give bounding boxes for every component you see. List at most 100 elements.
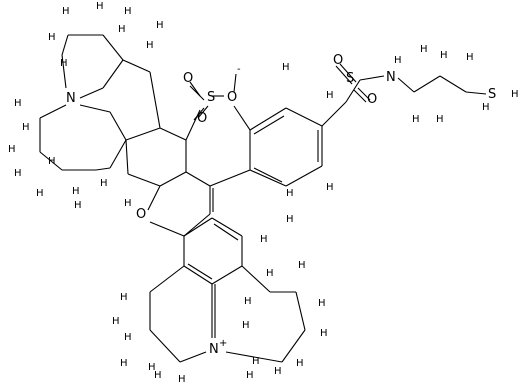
h-atom-39: H: [282, 62, 290, 73]
bond-53: [285, 165, 323, 187]
bond-18: [127, 173, 161, 187]
bond-20: [122, 59, 151, 73]
atom-n-charge: +: [219, 338, 227, 349]
bond-21: [149, 71, 161, 129]
bond-57: [253, 167, 283, 183]
bond-23: [147, 185, 161, 211]
bond-17: [159, 171, 187, 187]
atom-o-charge: -: [237, 64, 241, 75]
bond-58: [233, 105, 251, 131]
h-atom-10: H: [8, 144, 16, 155]
h-atom-30: H: [318, 298, 326, 309]
bond-14: [125, 127, 161, 141]
bond-35: [187, 263, 213, 280]
bond-31: [211, 265, 243, 285]
bond-3: [79, 87, 104, 99]
h-atom-0: H: [62, 6, 70, 17]
bond-62: [339, 63, 357, 83]
bond-41: [241, 265, 271, 293]
h-atom-11: H: [14, 168, 22, 179]
bond-1: [102, 34, 124, 61]
bond-lines: [39, 34, 487, 363]
h-atom-32: H: [266, 268, 274, 279]
bond-74: [193, 107, 205, 121]
h-atom-46: H: [482, 102, 490, 113]
h-atom-24: H: [178, 374, 186, 385]
bond-30: [183, 265, 213, 285]
bond-12: [109, 139, 127, 169]
h-atom-43: H: [412, 114, 420, 125]
bond-68: [439, 75, 467, 93]
bond-33: [211, 217, 243, 237]
bond-48: [209, 169, 251, 187]
h-atom-29: H: [320, 328, 328, 339]
bond-67: [413, 75, 441, 93]
h-atom-42: H: [440, 50, 448, 61]
bond-64: [353, 89, 367, 103]
h-atom-26: H: [252, 356, 260, 367]
bond-63: [357, 87, 371, 101]
h-atom-13: H: [48, 156, 56, 167]
bond-2: [102, 59, 124, 89]
atom-s-sulfonamide: S: [346, 71, 354, 86]
bond-60: [345, 79, 361, 103]
h-atom-8: H: [14, 98, 22, 109]
h-atom-15: H: [100, 178, 108, 189]
h-atom-22: H: [148, 362, 156, 373]
bond-27: [149, 221, 185, 237]
bond-51: [285, 107, 323, 127]
h-atom-45: H: [466, 52, 474, 63]
atom-o-sulfonate-a: O: [183, 71, 193, 86]
bond-44: [281, 329, 306, 363]
atom-n-bottom: N: [209, 342, 219, 357]
bond-11: [109, 111, 127, 141]
bond-4: [61, 34, 69, 56]
h-atom-35: H: [286, 214, 294, 225]
bond-73: [197, 105, 209, 119]
atom-h-thiol: H: [511, 89, 519, 100]
bond-10: [79, 104, 111, 113]
h-atom-3: H: [156, 20, 164, 31]
bond-40: [179, 351, 207, 363]
h-atom-38: H: [326, 182, 334, 193]
h-atom-6: H: [60, 58, 68, 69]
atom-o-sulfonamide-a: O: [333, 53, 343, 68]
bond-39: [149, 329, 181, 363]
h-atom-7: H: [48, 32, 56, 43]
atom-n-top: N: [66, 91, 76, 106]
h-atom-5: H: [146, 40, 154, 51]
h-atom-25: H: [246, 370, 254, 381]
bond-66: [397, 77, 415, 93]
bond-54: [249, 169, 287, 187]
h-atom-23: H: [154, 370, 162, 381]
bond-61: [335, 65, 353, 85]
bond-15: [159, 127, 187, 141]
h-atom-9: H: [22, 122, 30, 133]
bond-8: [39, 151, 63, 171]
bond-50: [249, 107, 287, 131]
bond-13: [95, 167, 111, 171]
bond-5: [61, 54, 67, 89]
atom-nh-n: N: [386, 70, 396, 85]
bond-55: [253, 115, 285, 135]
h-atom-12: H: [36, 188, 44, 199]
h-atom-40: H: [326, 90, 334, 101]
h-atom-37: H: [286, 188, 294, 199]
atom-o-sulfonate-minus: O: [227, 90, 237, 105]
h-atom-18: H: [120, 292, 128, 303]
bond-75: [233, 73, 237, 93]
atom-o-ring: O: [136, 207, 146, 222]
h-atom-14: H: [72, 186, 80, 197]
bond-19: [125, 139, 129, 175]
bond-59: [321, 101, 347, 127]
atom-s-sulfonate: S: [207, 90, 215, 105]
h-atom-41: H: [420, 44, 428, 55]
h-atom-16: H: [74, 200, 82, 211]
h-atom-20: H: [124, 332, 132, 343]
h-atom-19: H: [112, 316, 120, 327]
h-atom-17: H: [124, 198, 132, 209]
bond-36: [213, 223, 239, 241]
bond-6: [39, 104, 67, 119]
